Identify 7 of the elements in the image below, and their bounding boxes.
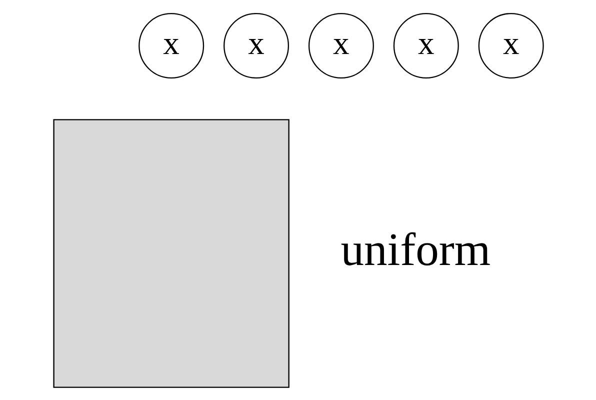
node-circle: x: [392, 12, 458, 78]
node-circle: x: [223, 12, 289, 78]
node-box: [52, 118, 289, 388]
node-label: uniform: [340, 224, 490, 276]
node-circle: x: [308, 12, 374, 78]
node-circle: x: [478, 12, 544, 78]
node-circle: x: [138, 12, 204, 78]
